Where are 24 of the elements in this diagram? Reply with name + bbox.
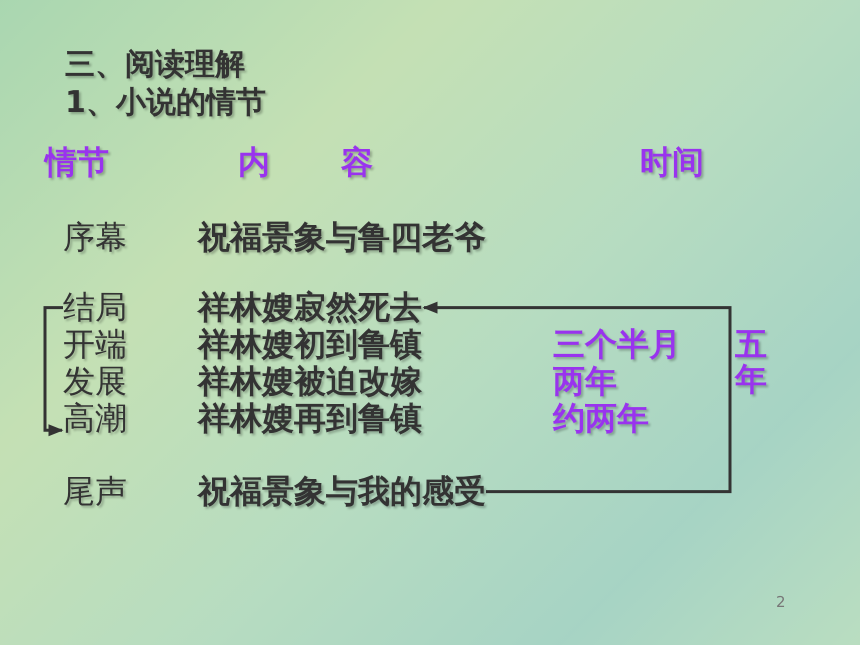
- plot-stage-label: 高潮: [63, 401, 127, 436]
- column-header: 内 容: [238, 145, 374, 180]
- plot-content-text: 祥林嫂寂然死去: [198, 290, 422, 326]
- plot-content-text: 祝福景象与鲁四老爷: [198, 220, 486, 256]
- duration-text: 三个半月: [553, 327, 681, 362]
- plot-stage-label: 开端: [63, 327, 127, 362]
- plot-stage-label: 发展: [63, 364, 127, 400]
- plot-content-text: 祝福景象与我的感受: [198, 474, 486, 510]
- plot-stage-label: 序幕: [63, 220, 127, 256]
- plot-content-text: 祥林嫂初到鲁镇: [198, 327, 422, 362]
- plot-content-text: 祥林嫂再到鲁镇: [198, 401, 422, 436]
- plot-stage-label: 尾声: [63, 474, 127, 510]
- plot-content-text: 祥林嫂被迫改嫁: [198, 364, 422, 400]
- arrow: [44, 306, 64, 436]
- duration-text: 两年: [553, 364, 617, 400]
- duration-text: 约两年: [553, 401, 649, 436]
- section-heading: 1、小说的情节: [65, 86, 266, 119]
- slide-title: 三、阅读理解: [65, 48, 245, 81]
- column-header: 情节: [45, 145, 109, 180]
- page-number: 2: [776, 594, 786, 610]
- plot-stage-label: 结局: [63, 290, 127, 326]
- column-header: 时间: [640, 145, 704, 180]
- arrow: [422, 302, 732, 494]
- duration-text: 五年: [735, 327, 767, 398]
